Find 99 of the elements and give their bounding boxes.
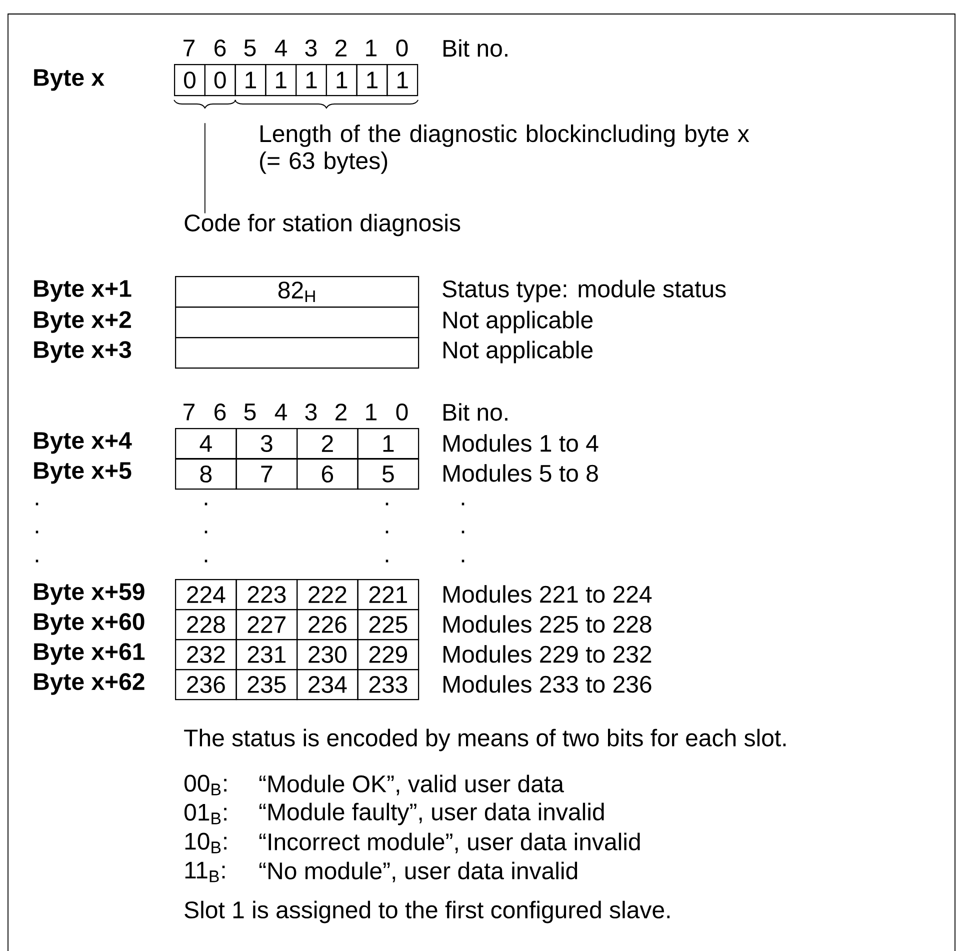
table-cell: 1 xyxy=(386,64,418,96)
row-label: Byte x+3 xyxy=(34,341,132,363)
label-text: 3 xyxy=(305,40,317,56)
label-text: 3 xyxy=(305,404,317,420)
row-label: Byte x+59 xyxy=(34,583,144,605)
table-cell: 1 xyxy=(234,64,266,96)
table-cell: 233 xyxy=(357,669,420,700)
table-cell: 234 xyxy=(296,669,358,700)
label-text: Status type: module status xyxy=(442,280,726,302)
table-cell: 8 xyxy=(175,458,237,490)
table-cell: 1 xyxy=(356,64,388,96)
table-cell: 1 xyxy=(326,64,358,96)
row-label: Byte x+60 xyxy=(34,613,144,635)
label-text: Not applicable xyxy=(444,310,593,334)
table-cell: 1 xyxy=(265,64,297,96)
table-cell xyxy=(175,337,420,369)
table-cell: 235 xyxy=(236,669,298,700)
table-cell: 0 xyxy=(204,64,236,96)
table-cell: 0 xyxy=(174,64,206,96)
table-cell: 6 xyxy=(296,458,358,490)
label-text: 6 xyxy=(214,40,226,56)
row-label: Byte x+2 xyxy=(34,311,131,333)
label-text: 00$_{B}$: xyxy=(184,774,226,796)
label-text: 0 xyxy=(396,40,408,56)
label-text: 5 xyxy=(244,404,256,420)
label-text: Bit no. xyxy=(444,403,508,421)
label-text: . xyxy=(204,560,208,562)
curly-brace xyxy=(174,100,236,108)
table-cell: 227 xyxy=(236,609,298,640)
label-text: Modules 225 to 228 xyxy=(444,615,652,633)
label-text: 5 xyxy=(244,40,256,56)
label-text: 11$_{B}$: xyxy=(185,862,225,882)
table-cell: 1 xyxy=(296,64,327,96)
table-cell: 3 xyxy=(236,428,298,460)
table-cell: 225 xyxy=(357,609,420,640)
label-text: “No module”, user data invalid xyxy=(259,862,578,882)
label-text: 6 xyxy=(214,404,226,420)
label-text: Code for station diagnosis xyxy=(184,214,460,236)
label-text: 01$_{B}$: xyxy=(184,804,226,824)
label-text: . xyxy=(386,560,388,562)
label-text: 7 xyxy=(184,404,194,420)
label-text: 1 xyxy=(366,40,376,56)
row-label: Byte x xyxy=(34,69,104,91)
table-cell: 2 xyxy=(296,428,358,460)
table-cell: 230 xyxy=(296,639,358,670)
label-text: 2 xyxy=(336,40,346,56)
label-text: . xyxy=(204,502,208,506)
label-text: . xyxy=(386,530,388,534)
label-text: 4 xyxy=(274,40,287,56)
label-text: . xyxy=(36,502,38,506)
table-cell: 223 xyxy=(236,579,298,610)
table-cell: 236 xyxy=(175,669,237,700)
label-text: Modules 221 to 224 xyxy=(444,585,652,603)
label-text: Bit no. xyxy=(444,39,508,57)
label-text: . xyxy=(36,560,38,562)
table-cell: 228 xyxy=(175,609,237,640)
label-text: 0 xyxy=(396,404,408,420)
label-text: 7 xyxy=(184,40,194,56)
table-cell: 222 xyxy=(296,579,358,610)
row-label: Byte x+5 xyxy=(34,462,132,484)
leader-line xyxy=(204,122,206,214)
label-text: Modules 5 to 8 xyxy=(444,464,598,482)
table-cell: 224 xyxy=(175,579,237,610)
row-label: Byte x+4 xyxy=(34,432,132,454)
label-text: . xyxy=(36,530,38,534)
table-cell xyxy=(175,306,420,338)
table-cell: 221 xyxy=(357,579,420,610)
label-text: The status is encoded by means of two bits for each slot. xyxy=(184,728,786,752)
table-cell: 1 xyxy=(357,428,420,460)
label-text: “Incorrect module”, user data invalid xyxy=(259,832,640,854)
label-text: . xyxy=(204,530,208,534)
label-text: 10$_{B}$: xyxy=(185,832,226,854)
label-text: 4 xyxy=(274,404,287,420)
label-text: . xyxy=(462,530,464,534)
label-text: . xyxy=(462,502,464,506)
row-label: Byte x+61 xyxy=(34,643,145,665)
table-cell: 4 xyxy=(175,428,237,460)
label-text: 2 xyxy=(336,404,346,420)
label-text: Modules 229 to 232 xyxy=(444,645,652,663)
table-cell: 5 xyxy=(357,458,420,490)
label-text: Modules 233 to 236 xyxy=(444,675,652,693)
table-cell: 232 xyxy=(175,639,237,670)
label-text: Length of the diagnostic blockincluding byte x (= 63 bytes) xyxy=(260,124,750,174)
table-cell: 226 xyxy=(296,609,358,640)
label-text: Slot 1 is assigned to the first configured slave. xyxy=(184,900,670,924)
row-label: Byte x+62 xyxy=(34,673,144,695)
table-cell: 82$_{H}$ xyxy=(175,276,420,308)
label-text: “Module faulty”, user data invalid xyxy=(259,802,604,826)
label-text: “Module OK”, valid user data xyxy=(259,774,564,796)
label-text: . xyxy=(386,502,388,506)
label-text: 1 xyxy=(366,404,376,420)
table-cell: 7 xyxy=(236,458,298,490)
row-label: Byte x+1 xyxy=(34,280,132,302)
curly-brace xyxy=(234,100,419,108)
table-cell: 229 xyxy=(357,639,420,670)
label-text: Not applicable xyxy=(444,340,593,364)
table-cell: 231 xyxy=(236,639,298,670)
label-text: Modules 1 to 4 xyxy=(444,434,598,452)
label-text: . xyxy=(462,560,464,562)
